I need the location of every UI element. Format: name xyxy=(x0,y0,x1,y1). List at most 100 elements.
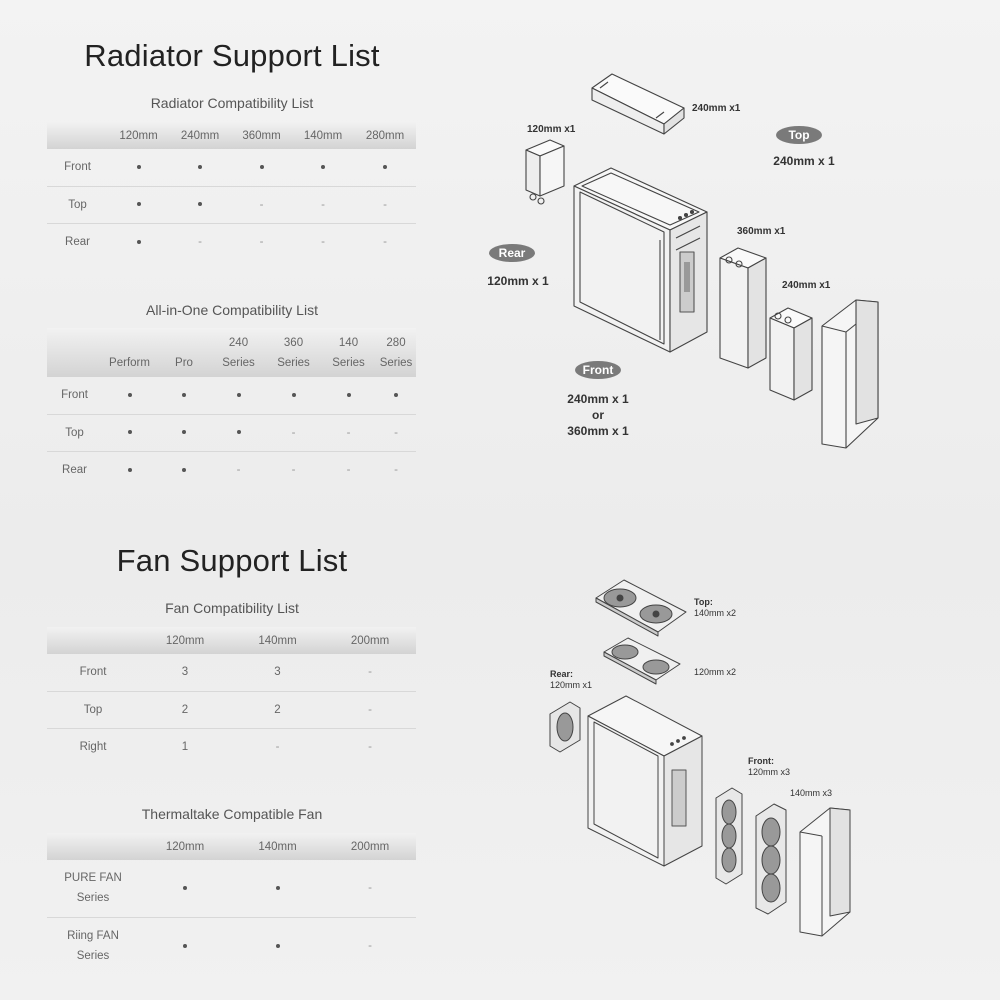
rear-badge xyxy=(489,244,535,262)
supported-dot-icon xyxy=(291,393,296,398)
supported-dot-icon xyxy=(275,886,280,891)
supported-dot-icon xyxy=(136,239,141,244)
rear-size: 120mm x 1 xyxy=(487,274,549,288)
table-cell: - xyxy=(266,414,321,452)
table-cell: - xyxy=(324,654,416,692)
label-240-top: 240mm x1 xyxy=(692,103,741,114)
supported-dot-icon xyxy=(182,430,186,435)
table-cell xyxy=(108,149,169,187)
table-cell xyxy=(354,149,416,187)
row-label: Rear xyxy=(62,463,87,476)
table-cell: - xyxy=(324,860,416,918)
column-header: 140mm xyxy=(258,634,297,647)
top-badge-label: Top xyxy=(788,128,809,142)
table-cell: 1 xyxy=(139,728,231,765)
unsupported-dash: - xyxy=(394,463,398,476)
front-badge xyxy=(575,361,621,379)
unsupported-dash: - xyxy=(275,740,280,753)
thermaltake-fan-title: Thermaltake Compatible Fan xyxy=(141,806,323,822)
unsupported-dash: - xyxy=(383,235,387,248)
radiator-compat-title: Radiator Compatibility List xyxy=(150,95,314,111)
table-cell: - xyxy=(324,917,416,974)
row-label-line2: Series xyxy=(76,949,110,962)
row-label: Top xyxy=(47,691,139,729)
label-240-front: 240mm x1 xyxy=(782,280,831,291)
row-label: Front xyxy=(47,377,102,415)
unsupported-dash: - xyxy=(259,235,264,248)
row-label-line1: PURE FAN xyxy=(64,872,122,885)
front-120-fans-illustration xyxy=(715,787,743,885)
fan-front-140: 140mm x3 xyxy=(790,788,832,798)
table-cell: - xyxy=(292,223,354,260)
column-header: 360mm xyxy=(242,129,281,142)
column-header: Perform xyxy=(102,328,157,377)
supported-dot-icon xyxy=(182,467,186,472)
table-cell: - xyxy=(376,414,416,452)
unsupported-dash: - xyxy=(368,666,372,679)
column-header: 120mm xyxy=(165,634,205,647)
table-cell xyxy=(211,377,266,415)
column-header: 140mm xyxy=(303,129,343,142)
radiator-240-front-illustration xyxy=(769,307,813,401)
count-value: 1 xyxy=(181,740,189,753)
column-header-bottom: Pro xyxy=(175,357,193,369)
row-label-line2: Series xyxy=(76,892,110,905)
table-row: Riing FAN Series - xyxy=(47,917,416,974)
unsupported-dash: - xyxy=(321,235,325,248)
table-cell: - xyxy=(324,691,416,729)
table-cell xyxy=(108,186,169,224)
column-header: 140mm xyxy=(258,840,297,853)
table-cell xyxy=(266,377,321,415)
row-label-line1: Riing FAN xyxy=(67,929,119,942)
fan-top-title: Top: xyxy=(694,597,713,607)
fan-top-140: 140mm x2 xyxy=(694,608,736,618)
front-size-2: 360mm x 1 xyxy=(567,424,629,438)
rear-fan-illustration xyxy=(549,701,581,753)
front-panel-illustration xyxy=(821,299,879,449)
radiator-240-top-illustration xyxy=(591,73,685,135)
table-row: Front xyxy=(47,377,416,415)
table-cell xyxy=(102,451,157,488)
table-cell: - xyxy=(321,451,376,488)
unsupported-dash: - xyxy=(291,426,296,439)
table-cell: - xyxy=(354,223,416,260)
header-blank xyxy=(47,627,139,654)
column-header-top: 280 xyxy=(386,337,406,349)
aio-compat-title: All-in-One Compatibility List xyxy=(146,302,318,318)
fan-front-120: 120mm x3 xyxy=(748,767,790,777)
column-header: 200mm xyxy=(350,634,390,647)
table-cell xyxy=(169,186,231,224)
table-cell xyxy=(108,223,169,260)
column-header-bottom: Perform xyxy=(109,357,150,369)
case-illustration xyxy=(573,167,708,353)
header-blank xyxy=(47,833,139,860)
row-label: Right xyxy=(79,740,107,753)
supported-dot-icon xyxy=(394,393,398,398)
column-header-top xyxy=(157,337,211,357)
unsupported-dash: - xyxy=(368,740,372,753)
table-cell: - xyxy=(324,728,416,765)
top-badge xyxy=(776,126,822,144)
table-row: PURE FAN Series - xyxy=(47,860,416,918)
fan-diagram: Top: 140mm x2 120mm x2 Rear: 120mm x1 Fr… xyxy=(549,579,851,937)
radiator-compat-header-row: 120mm 240mm 360mm 140mm 280mm xyxy=(47,122,416,149)
table-cell xyxy=(102,377,157,415)
table-cell: - xyxy=(354,186,416,224)
column-header-bottom: Series xyxy=(332,357,365,369)
table-cell xyxy=(211,414,266,452)
table-cell: - xyxy=(231,186,292,224)
supported-dot-icon xyxy=(383,165,387,170)
table-cell xyxy=(376,377,416,415)
supported-dot-icon xyxy=(127,393,132,398)
unsupported-dash: - xyxy=(236,463,241,476)
row-label: Top xyxy=(47,414,102,452)
table-row: Right 1 - - xyxy=(47,728,416,765)
table-cell xyxy=(169,149,231,187)
table-row: Top--- xyxy=(47,414,416,452)
rear-badge-label: Rear xyxy=(499,246,526,260)
fan-compat-title: Fan Compatibility List xyxy=(165,600,299,616)
